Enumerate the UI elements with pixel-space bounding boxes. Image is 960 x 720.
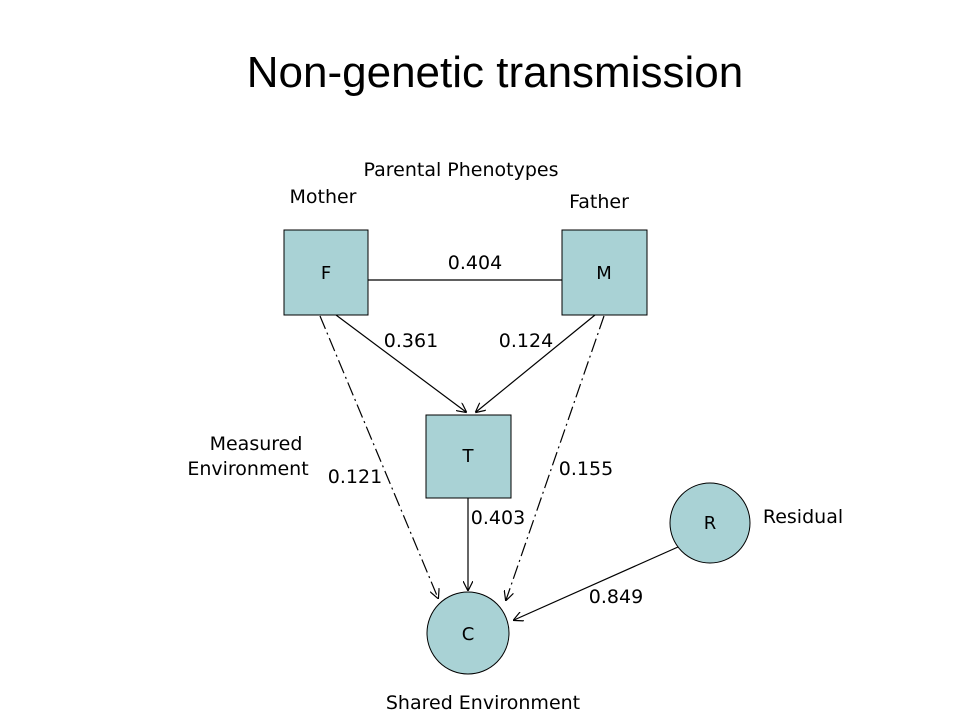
edge-r-c xyxy=(514,546,679,620)
node-m-label: M xyxy=(596,263,612,284)
edge-f-t xyxy=(335,314,466,412)
node-c-label: C xyxy=(462,624,475,645)
node-m-box xyxy=(561,229,648,316)
node-c-circle xyxy=(426,591,510,675)
measured-environment-label-line1: Measured xyxy=(210,433,303,455)
node-t-box xyxy=(425,414,512,499)
path-t-c-value: 0.403 xyxy=(471,507,525,529)
node-f-box xyxy=(283,229,369,316)
node-t-label: T xyxy=(462,446,475,467)
path-f-t-value: 0.361 xyxy=(384,330,438,352)
path-m-t-value: 0.124 xyxy=(499,330,553,352)
node-r-label: R xyxy=(704,513,717,534)
path-m-c-value: 0.155 xyxy=(559,458,613,480)
mother-label: Mother xyxy=(289,186,356,208)
edge-m-c xyxy=(506,315,605,600)
shared-environment-label: Shared Environment xyxy=(386,692,580,714)
edge-m-t xyxy=(476,314,596,412)
path-f-c-value: 0.121 xyxy=(328,466,382,488)
path-f-m-value: 0.404 xyxy=(448,252,502,274)
node-f-label: F xyxy=(321,263,331,284)
node-r-circle xyxy=(669,482,751,564)
residual-label: Residual xyxy=(763,506,843,528)
path-r-c-value: 0.849 xyxy=(589,586,643,608)
edge-f-c xyxy=(319,315,438,598)
parental-phenotypes-label: Parental Phenotypes xyxy=(364,159,559,181)
measured-environment-label-line2: Environment xyxy=(187,458,308,480)
slide-title: Non-genetic transmission xyxy=(246,48,744,97)
father-label: Father xyxy=(569,191,629,213)
